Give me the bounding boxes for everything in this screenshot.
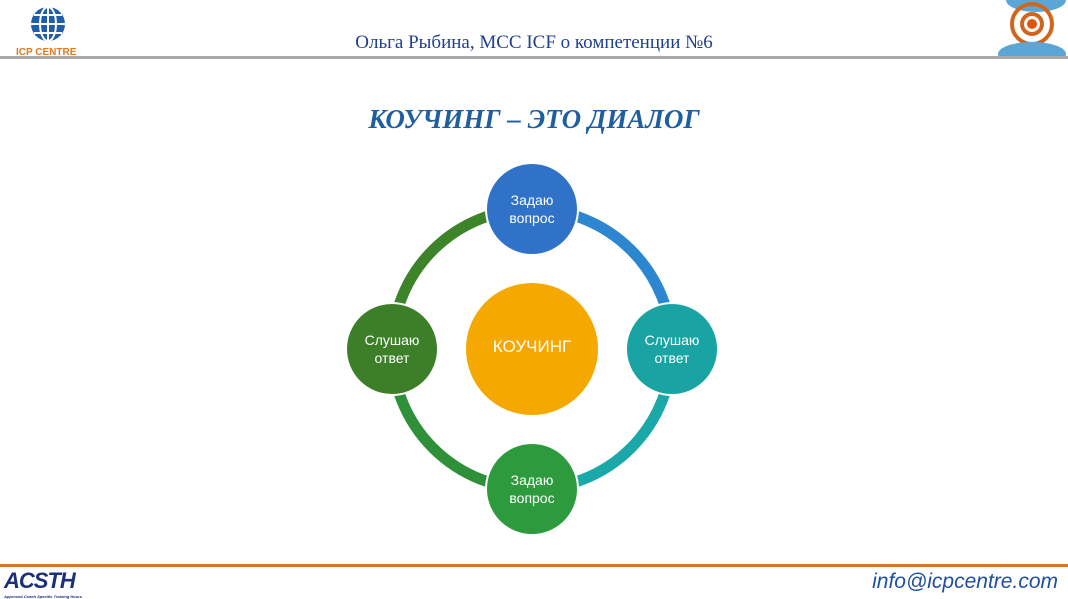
node-bottom: [485, 442, 579, 536]
node-top: [485, 162, 579, 256]
contact-email[interactable]: info@icpcentre.com: [872, 570, 1058, 593]
acsth-logo: ACSTH Approved Coach Specific Training H…: [4, 568, 82, 599]
globe-icon: ICP CENTRE: [16, 6, 77, 58]
center-circle: [466, 283, 598, 415]
node-right: [625, 302, 719, 396]
header-title: Ольга Рыбина, MCC ICF о компетенции №6: [355, 32, 713, 53]
footer-divider: [0, 564, 1068, 567]
slide-title: КОУЧИНГ – ЭТО ДИАЛОГ: [368, 104, 700, 134]
svg-text:ICP CENTRE: ICP CENTRE: [16, 47, 77, 56]
icp-logo: ICP CENTRE: [14, 4, 84, 61]
node-left: [345, 302, 439, 396]
center-label: КОУЧИНГ: [492, 337, 572, 356]
broadcast-logo-icon: [996, 0, 1068, 66]
header-divider: [0, 56, 1068, 59]
